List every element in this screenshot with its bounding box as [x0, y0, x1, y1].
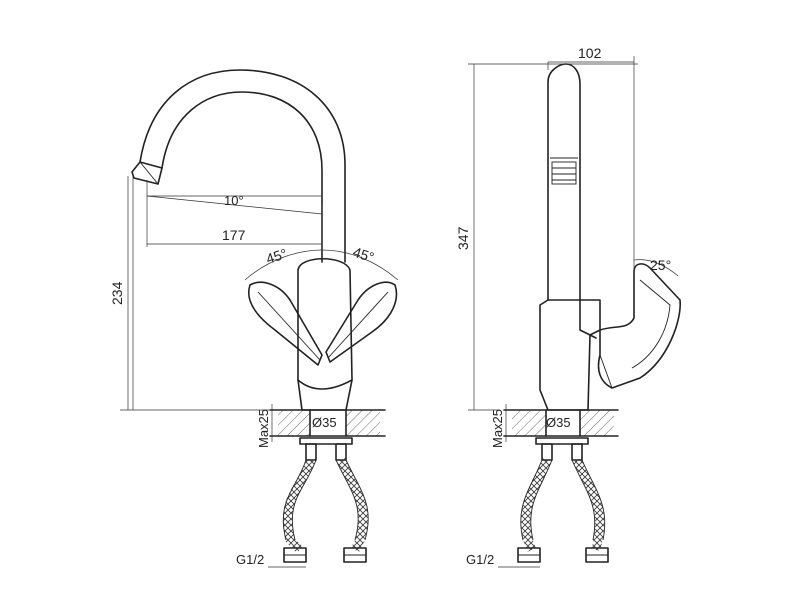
side-spout: [547, 63, 581, 301]
front-mounting: [268, 437, 369, 568]
dimension-label-177: 177: [222, 227, 246, 243]
dimension-label-102: 102: [578, 45, 602, 61]
max-thickness-label-right: Max25: [490, 409, 505, 448]
hole-diameter-label-right: Ø35: [546, 415, 571, 430]
side-mounting: [498, 437, 609, 568]
side-body: [539, 263, 681, 411]
front-dimension-lines: [120, 176, 399, 411]
front-body: [297, 258, 353, 411]
side-countertop: [503, 404, 619, 442]
side-view: 102 347 25° Max25 Ø35 G1/2: [455, 45, 681, 568]
dimension-label-234: 234: [109, 281, 125, 305]
front-handles: [248, 281, 398, 366]
side-dimension-lines: [468, 56, 679, 411]
front-view: 10° 177 234 45° 45° Max25 Ø35 G1/2: [109, 69, 399, 568]
thread-label-left: G1/2: [236, 552, 264, 567]
angle-label-10: 10°: [224, 193, 244, 208]
dimension-label-347: 347: [455, 226, 471, 250]
angle-label-45-left: 45°: [264, 245, 289, 267]
angle-label-25: 25°: [650, 257, 671, 273]
max-thickness-label-left: Max25: [256, 409, 271, 448]
hole-diameter-label-left: Ø35: [312, 415, 337, 430]
front-spout: [131, 69, 346, 263]
front-countertop: [269, 404, 386, 442]
thread-label-right: G1/2: [466, 552, 494, 567]
angle-label-45-right: 45°: [351, 244, 376, 266]
